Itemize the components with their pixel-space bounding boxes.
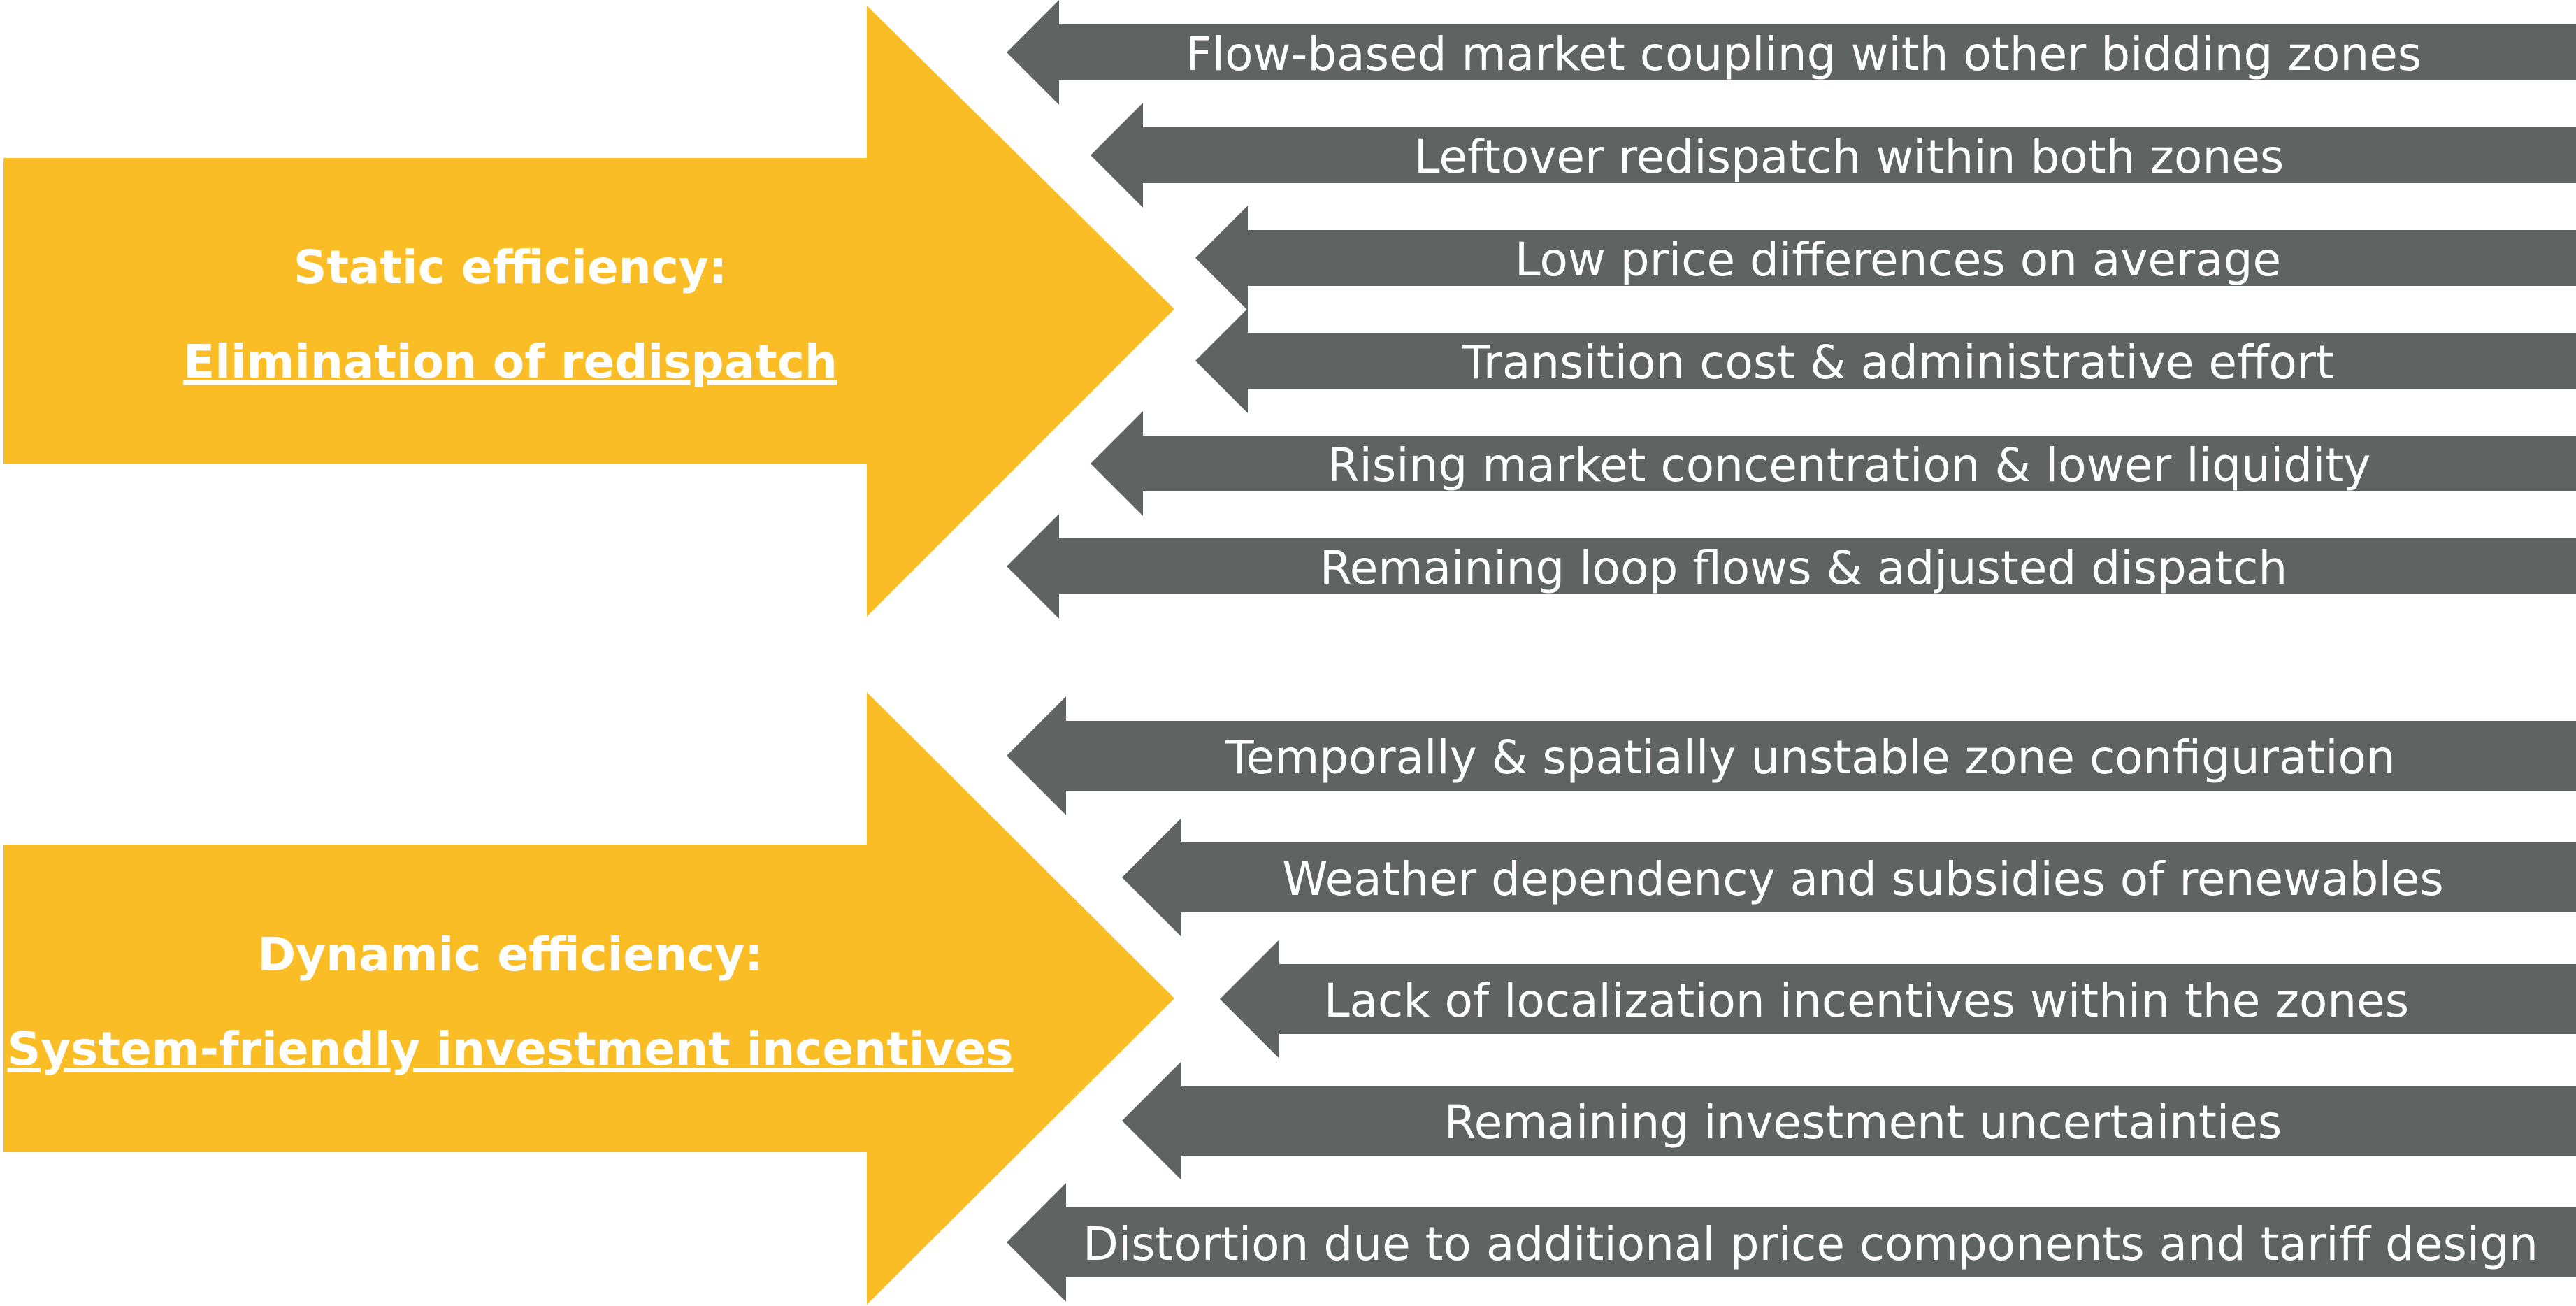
factor-arrow-9: Lack of localization incentives within t… (1220, 940, 2576, 1059)
factor-label: Distortion due to additional price compo… (1083, 1217, 2538, 1271)
factor-arrow-shape (1195, 308, 2576, 413)
dynamic-efficiency-arrow (3, 692, 1174, 1305)
static-efficiency-arrow (3, 6, 1174, 617)
dynamic-efficiency-title: Dynamic efficiency: (257, 928, 763, 982)
factor-arrow-shape (1220, 940, 2576, 1059)
factor-arrow-2: Leftover redispatch within both zones (1091, 103, 2576, 208)
factor-label: Lack of localization incentives within t… (1324, 974, 2409, 1028)
factor-arrow-shape (1122, 1061, 2576, 1180)
factor-arrow-5: Rising market concentration & lower liqu… (1091, 411, 2576, 516)
factor-arrow-6: Remaining loop flows & adjusted dispatch (1007, 514, 2576, 619)
static-efficiency-subtitle: Elimination of redispatch (183, 335, 837, 389)
factor-arrow-shape (1122, 818, 2576, 937)
factor-arrow-shape (1195, 206, 2576, 310)
factor-arrow-shape (1007, 696, 2576, 815)
factor-arrow-shape (1091, 411, 2576, 516)
factor-arrow-shape (1007, 0, 2576, 105)
factor-label: Transition cost & administrative effort (1461, 336, 2334, 389)
factor-label: Remaining investment uncertainties (1444, 1096, 2282, 1149)
factor-arrow-7: Temporally & spatially unstable zone con… (1007, 696, 2576, 815)
factor-label: Flow-based market coupling with other bi… (1186, 27, 2422, 81)
factor-arrow-10: Remaining investment uncertainties (1122, 1061, 2576, 1180)
static-efficiency-group: Static efficiency: Elimination of redisp… (3, 0, 2576, 619)
factor-arrow-shape (1007, 514, 2576, 619)
factor-arrow-4: Transition cost & administrative effort (1195, 308, 2576, 413)
factor-label: Temporally & spatially unstable zone con… (1225, 731, 2396, 784)
factor-label: Weather dependency and subsidies of rene… (1282, 852, 2444, 906)
factor-arrow-1: Flow-based market coupling with other bi… (1007, 0, 2576, 105)
factor-label: Remaining loop flows & adjusted dispatch (1320, 541, 2287, 595)
factor-arrow-11: Distortion due to additional price compo… (1007, 1183, 2576, 1302)
factor-label: Low price differences on average (1515, 233, 2281, 287)
dynamic-efficiency-subtitle: System-friendly investment incentives (8, 1022, 1014, 1076)
factor-label: Leftover redispatch within both zones (1414, 130, 2284, 184)
factor-label: Rising market concentration & lower liqu… (1327, 438, 2371, 492)
factor-arrow-8: Weather dependency and subsidies of rene… (1122, 818, 2576, 937)
factor-arrow-3: Low price differences on average (1195, 206, 2576, 310)
dynamic-efficiency-group: Dynamic efficiency: System-friendly inve… (3, 692, 2576, 1305)
factor-arrow-shape (1007, 1183, 2576, 1302)
factor-arrow-shape (1091, 103, 2576, 208)
static-efficiency-title: Static efficiency: (294, 241, 727, 294)
